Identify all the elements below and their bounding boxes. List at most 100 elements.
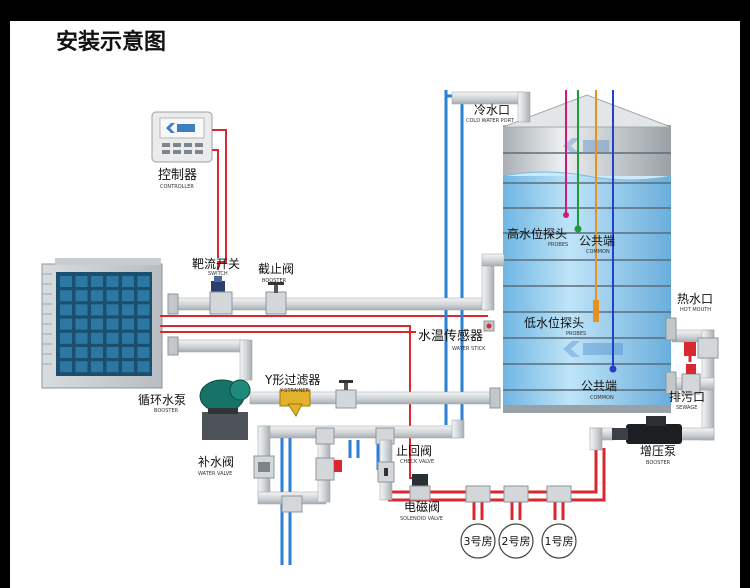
controller-label: 控制器 bbox=[158, 168, 197, 183]
y-strainer-icon bbox=[279, 389, 311, 417]
room-1: 1号房 bbox=[541, 523, 577, 559]
grille-cell bbox=[122, 347, 134, 358]
grille-cell bbox=[75, 276, 88, 287]
heat-pump-unit bbox=[41, 258, 163, 389]
grille-cell bbox=[60, 361, 72, 373]
grille-cell bbox=[91, 304, 103, 316]
grille-cell bbox=[106, 332, 119, 344]
grille-cell bbox=[60, 290, 72, 302]
common-probe-tip-icon bbox=[574, 225, 582, 233]
makeup-valve-icon bbox=[253, 455, 275, 479]
makeup-side-valve-icon bbox=[315, 457, 342, 481]
grille-cell bbox=[91, 318, 103, 330]
makeup-valve-sublabel: WATER VALVE bbox=[198, 471, 232, 477]
grille-cell bbox=[106, 290, 119, 302]
drain-valve-icon bbox=[681, 364, 701, 395]
stop-valve-label: 截止阀 bbox=[258, 262, 294, 276]
drain-port-label: 排污口 bbox=[669, 390, 705, 404]
grille-cell bbox=[60, 304, 72, 316]
grille-cell bbox=[75, 318, 88, 330]
cold-port-sublabel: COLD WATER PORT bbox=[466, 118, 515, 124]
high-probe-tip-icon bbox=[563, 212, 569, 218]
check-valve-label: 止回阀 bbox=[396, 444, 432, 458]
target-switch-sublabel: SWITCH bbox=[208, 271, 228, 277]
check-valve-sublabel: CHECK VALVE bbox=[400, 459, 434, 465]
level-probes bbox=[565, 90, 614, 368]
solenoid-valve-sublabel: SOLENOID VALVE bbox=[400, 516, 443, 522]
grille-cell bbox=[75, 304, 88, 316]
grille-cell bbox=[60, 332, 72, 344]
grille-cell bbox=[122, 361, 134, 373]
hot-mouth-valve-icon bbox=[684, 342, 696, 356]
drain-port-sublabel: SEWAGE bbox=[676, 405, 697, 411]
grille-cell bbox=[137, 332, 150, 344]
controller-sublabel: CONTROLLER bbox=[160, 184, 194, 190]
target-switch-icon bbox=[209, 276, 233, 315]
booster-pump-icon bbox=[612, 416, 682, 444]
grille-cell bbox=[122, 290, 134, 302]
high-probe-label: 高水位探头 bbox=[507, 226, 567, 241]
common2-probe-tip-icon bbox=[609, 365, 617, 373]
low-probe-label: 低水位探头 bbox=[524, 315, 584, 330]
common1-label: 公共端 bbox=[579, 234, 615, 248]
high-probe-sublabel: PROBES bbox=[548, 242, 568, 248]
grille-cell bbox=[137, 276, 150, 287]
grille-cell bbox=[75, 290, 88, 302]
grille-cell bbox=[91, 361, 103, 373]
svg-text:1号房: 1号房 bbox=[545, 535, 574, 548]
low-probe-tip-icon bbox=[593, 300, 599, 322]
y-strainer-sublabel: Y-STRAINER bbox=[279, 388, 310, 394]
grille-cell bbox=[60, 276, 72, 287]
target-switch-label: 靶流开关 bbox=[192, 257, 240, 271]
water-tank bbox=[502, 94, 672, 413]
control-wiring bbox=[160, 129, 488, 479]
grille-cell bbox=[106, 276, 119, 287]
check-valve-icon bbox=[377, 461, 395, 483]
solenoid-valve-icon bbox=[409, 474, 431, 501]
component-labels: 控制器 CONTROLLER 靶流开关 SWITCH 截止阀 BOOSTER 循… bbox=[138, 103, 713, 522]
grille-cell bbox=[137, 304, 150, 316]
grille-cell bbox=[137, 290, 150, 302]
water-temp-sublabel: WATER STICK bbox=[452, 346, 486, 352]
grille-cell bbox=[91, 276, 103, 287]
svg-text:3号房: 3号房 bbox=[464, 535, 493, 548]
grille-cell bbox=[122, 304, 134, 316]
water-temp-sensor-icon bbox=[483, 320, 495, 332]
grille-cell bbox=[91, 332, 103, 344]
cold-port-label: 冷水口 bbox=[474, 103, 510, 117]
hot-port-sublabel: HOT MOUTH bbox=[680, 307, 711, 313]
controller-device bbox=[151, 111, 213, 163]
stop-valve-icon bbox=[265, 282, 287, 315]
common1-sublabel: COMMON bbox=[586, 249, 610, 255]
room-3: 3号房 bbox=[460, 523, 496, 559]
common2-label: 公共端 bbox=[581, 379, 617, 393]
y-strainer-label: Y形过滤器 bbox=[264, 373, 320, 387]
grille-cell bbox=[60, 347, 72, 358]
grille-cell bbox=[75, 332, 88, 344]
grille-cell bbox=[137, 361, 150, 373]
hot-port-label: 热水口 bbox=[677, 292, 713, 306]
grille-cell bbox=[122, 276, 134, 287]
grille-cell bbox=[106, 347, 119, 358]
water-temp-label: 水温传感器 bbox=[418, 328, 483, 344]
grille-cell bbox=[137, 318, 150, 330]
grille-cell bbox=[91, 290, 103, 302]
stop-valve-sublabel: BOOSTER bbox=[262, 278, 287, 284]
grille-cell bbox=[75, 347, 88, 358]
circulation-pump-icon bbox=[199, 379, 251, 440]
grille-cell bbox=[106, 304, 119, 316]
grille-cell bbox=[106, 361, 119, 373]
diagram-title: 安装示意图 bbox=[56, 29, 166, 55]
low-probe-sublabel: PROBES bbox=[566, 331, 586, 337]
common2-sublabel: COMMON bbox=[590, 395, 614, 401]
booster-pump-sublabel: BOOSTER bbox=[646, 460, 671, 466]
grille-cell bbox=[137, 347, 150, 358]
pump-outlet-valve-icon bbox=[335, 380, 357, 409]
booster-pump-label: 增压泵 bbox=[640, 444, 676, 458]
grille-cell bbox=[122, 318, 134, 330]
grille-cell bbox=[122, 332, 134, 344]
grille-cell bbox=[75, 361, 88, 373]
svg-text:2号房: 2号房 bbox=[502, 535, 531, 548]
